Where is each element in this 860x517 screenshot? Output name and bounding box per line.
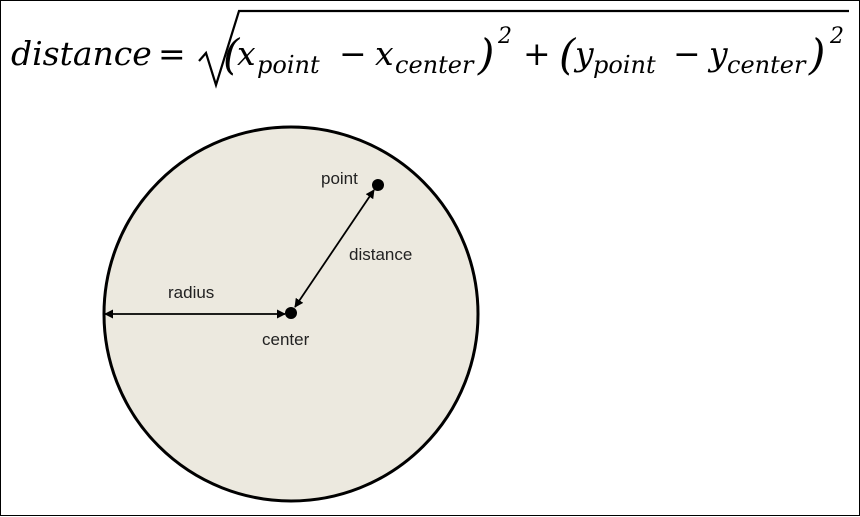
center-dot bbox=[285, 307, 297, 319]
close-paren-2: ) bbox=[808, 30, 825, 79]
x-point-var: x bbox=[237, 34, 256, 73]
y-center-var: y bbox=[707, 34, 728, 73]
center-label: center bbox=[262, 330, 310, 349]
distance-formula: distance = ( x point − x center ) 2 + ( … bbox=[11, 9, 849, 89]
x-center-sub: center bbox=[395, 51, 475, 79]
formula-lhs: distance bbox=[11, 34, 152, 73]
x-center-var: x bbox=[375, 34, 394, 73]
y-point-sub: point bbox=[593, 51, 656, 79]
close-paren-1: ) bbox=[477, 30, 494, 79]
exponent-2: 2 bbox=[829, 24, 844, 49]
radical-sign bbox=[198, 9, 849, 89]
y-point-var: y bbox=[573, 34, 594, 73]
open-paren-1: ( bbox=[223, 30, 241, 79]
open-paren-2: ( bbox=[559, 30, 577, 79]
exponent-1: 2 bbox=[497, 24, 512, 49]
y-center-sub: center bbox=[727, 51, 807, 79]
radius-label: radius bbox=[168, 283, 214, 302]
minus-sign-2: − bbox=[673, 34, 701, 73]
plus-sign: + bbox=[523, 34, 551, 73]
distance-label: distance bbox=[349, 245, 412, 264]
point-label: point bbox=[321, 169, 358, 188]
x-point-sub: point bbox=[257, 51, 320, 79]
point-dot bbox=[372, 179, 384, 191]
formula-equals: = bbox=[158, 34, 186, 73]
distance-arrow bbox=[294, 189, 375, 308]
minus-sign-1: − bbox=[339, 34, 367, 73]
